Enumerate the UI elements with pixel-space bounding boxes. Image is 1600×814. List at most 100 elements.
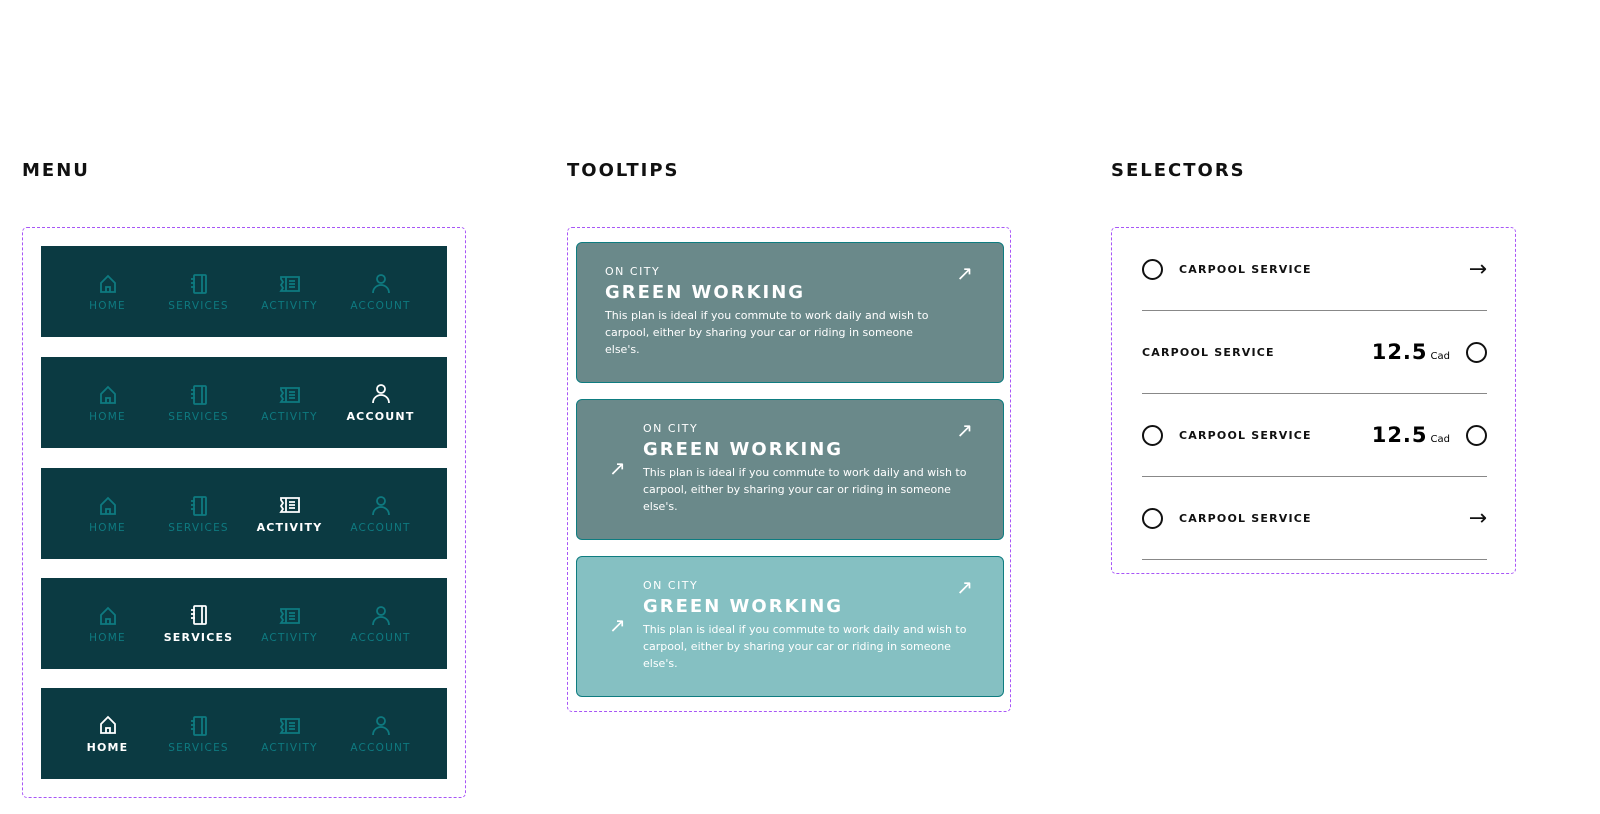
menu-item-label: ACTIVITY <box>256 521 323 534</box>
radio-button[interactable] <box>1142 258 1163 280</box>
menu-bar-variant: HOME SERVICES ACTIVITY ACCOUNT <box>41 578 447 669</box>
home-icon <box>99 274 116 293</box>
menu-item-label: ACTIVITY <box>261 741 318 754</box>
home-icon <box>99 606 116 625</box>
arrow-up-right-icon: ↗ <box>609 456 626 480</box>
arrow-up-right-icon[interactable]: ↗ <box>956 261 973 285</box>
menu-bar-variant: HOME SERVICES ACTIVITY ACCOUNT <box>41 688 447 779</box>
radio-button[interactable] <box>1142 424 1163 446</box>
menu-item-home[interactable]: HOME <box>62 383 153 423</box>
selector-label: CARPOOL SERVICE <box>1179 262 1312 276</box>
ticket-list-icon <box>278 607 300 624</box>
tooltip-eyebrow: ON CITY <box>605 265 661 278</box>
radio-button[interactable] <box>1466 341 1487 363</box>
menu-item-services[interactable]: SERVICES <box>153 603 244 644</box>
tooltips-section-title: TOOLTIPS <box>567 160 680 181</box>
tooltip-eyebrow: ON CITY <box>643 579 699 592</box>
radio-button[interactable] <box>1142 507 1163 529</box>
menu-item-label: HOME <box>89 521 126 534</box>
price-value: 12.5 <box>1371 340 1428 364</box>
menu-item-label: ACTIVITY <box>261 631 318 644</box>
arrow-up-right-icon[interactable]: ↗ <box>956 418 973 442</box>
tooltip-description: This plan is ideal if you commute to wor… <box>605 309 929 356</box>
notebook-icon <box>190 605 207 625</box>
tooltip-description: This plan is ideal if you commute to wor… <box>643 466 967 513</box>
menu-item-activity[interactable]: ACTIVITY <box>244 272 335 312</box>
notebook-icon <box>190 715 207 736</box>
menu-item-label: SERVICES <box>168 521 229 534</box>
menu-item-label: HOME <box>89 631 126 644</box>
user-icon <box>371 273 390 293</box>
menu-item-activity[interactable]: ACTIVITY <box>244 383 335 423</box>
menu-item-label: SERVICES <box>163 631 234 644</box>
arrow-up-right-icon: ↗ <box>609 613 626 637</box>
arrow-right-icon[interactable]: → <box>1468 505 1487 531</box>
menu-section-title: MENU <box>22 160 90 181</box>
user-icon <box>371 495 390 515</box>
arrow-right-icon[interactable]: → <box>1468 256 1487 282</box>
menu-item-activity[interactable]: ACTIVITY <box>244 493 335 534</box>
menu-item-label: ACCOUNT <box>350 521 411 534</box>
home-icon <box>99 385 116 404</box>
menu-item-activity[interactable]: ACTIVITY <box>244 604 335 644</box>
menu-item-label: ACCOUNT <box>350 299 411 312</box>
selectors-section-title: SELECTORS <box>1111 160 1246 181</box>
home-icon <box>99 496 116 515</box>
menu-item-account[interactable]: ACCOUNT <box>335 604 426 644</box>
price-value: 12.5 <box>1371 423 1428 447</box>
menu-item-label: HOME <box>89 299 126 312</box>
menu-item-label: ACCOUNT <box>350 741 411 754</box>
notebook-icon <box>190 384 207 405</box>
menu-item-services[interactable]: SERVICES <box>153 272 244 312</box>
tooltip-title: GREEN WORKING <box>643 439 844 460</box>
selector-label: CARPOOL SERVICE <box>1142 345 1275 359</box>
menu-item-label: ACTIVITY <box>261 299 318 312</box>
ticket-list-icon <box>278 497 300 513</box>
menu-item-account[interactable]: ACCOUNT <box>335 272 426 312</box>
menu-item-services[interactable]: SERVICES <box>153 494 244 534</box>
menu-bar-variant: HOME SERVICES ACTIVITY ACCOUNT <box>41 357 447 448</box>
menu-item-account[interactable]: ACCOUNT <box>335 714 426 754</box>
price-unit: Cad <box>1430 434 1450 445</box>
selector-row[interactable]: CARPOOL SERVICE → <box>1142 228 1487 311</box>
radio-button[interactable] <box>1466 424 1487 446</box>
menu-item-services[interactable]: SERVICES <box>153 383 244 423</box>
menu-item-label: ACTIVITY <box>261 410 318 423</box>
menu-item-label: ACCOUNT <box>346 410 415 423</box>
menu-item-label: HOME <box>89 410 126 423</box>
menu-item-services[interactable]: SERVICES <box>153 714 244 754</box>
menu-item-label: SERVICES <box>168 741 229 754</box>
user-icon <box>371 715 390 735</box>
ticket-list-icon <box>278 275 300 292</box>
menu-item-activity[interactable]: ACTIVITY <box>244 714 335 754</box>
arrow-up-right-icon[interactable]: ↗ <box>956 575 973 599</box>
selector-label: CARPOOL SERVICE <box>1179 428 1312 442</box>
ticket-list-icon <box>278 386 300 403</box>
menu-item-label: SERVICES <box>168 299 229 312</box>
ticket-list-icon <box>278 717 300 734</box>
tooltip-title: GREEN WORKING <box>643 596 844 617</box>
menu-item-account[interactable]: ACCOUNT <box>335 494 426 534</box>
menu-item-label: ACCOUNT <box>350 631 411 644</box>
menu-item-account[interactable]: ACCOUNT <box>335 382 426 423</box>
menu-item-home[interactable]: HOME <box>62 272 153 312</box>
menu-item-home[interactable]: HOME <box>62 604 153 644</box>
user-icon <box>371 605 390 625</box>
notebook-icon <box>190 495 207 516</box>
notebook-icon <box>190 273 207 294</box>
menu-bar-variant: HOME SERVICES ACTIVITY ACCOUNT <box>41 468 447 559</box>
user-icon <box>371 384 390 404</box>
menu-item-home[interactable]: HOME <box>62 494 153 534</box>
selector-row[interactable]: CARPOOL SERVICE → <box>1142 477 1487 560</box>
menu-item-home[interactable]: HOME <box>62 713 153 754</box>
menu-item-label: HOME <box>86 741 129 754</box>
price-unit: Cad <box>1430 351 1450 362</box>
menu-item-label: SERVICES <box>168 410 229 423</box>
selector-label: CARPOOL SERVICE <box>1179 511 1312 525</box>
